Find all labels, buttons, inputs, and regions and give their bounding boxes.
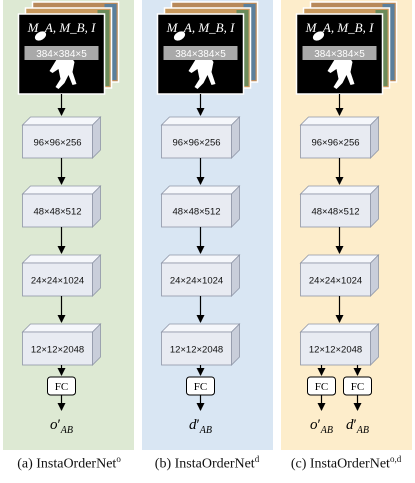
layer-b-1-label: 96×96×256: [172, 138, 220, 149]
size-bar: [24, 46, 99, 60]
layer-a-3-top: [21, 254, 102, 264]
output-label-c-1: o′AB: [310, 417, 333, 436]
input-size-label: 384×384×5: [175, 49, 226, 60]
caption-sup-c: o,d: [389, 454, 402, 464]
fc-c-2-label: FC: [351, 381, 364, 393]
layer-c-1: 96×96×256: [299, 116, 380, 159]
fc-a-1: FC: [47, 376, 76, 396]
layer-a-2: 48×48×512: [21, 185, 102, 228]
fc-c-1-label: FC: [315, 381, 328, 393]
output-label-b-1: d′AB: [189, 417, 212, 436]
layer-c-4: 12×12×2048: [299, 323, 380, 366]
mask-blob: [173, 31, 186, 41]
layer-a-1-top: [21, 116, 102, 126]
fc-b-1-label: FC: [194, 381, 207, 393]
panel-caption-c: (c) InstaOrderNeto,d: [277, 454, 415, 473]
layer-c-4-label: 12×12×2048: [309, 345, 362, 356]
mask-silhouette: [327, 54, 355, 89]
layer-a-3: 24×24×1024: [21, 254, 102, 297]
layer-c-3-top: [299, 254, 380, 264]
layer-b-4-top: [160, 323, 241, 333]
layer-b-4-label: 12×12×2048: [170, 345, 223, 356]
layer-b-2: 48×48×512: [160, 185, 241, 228]
layer-a-1-label: 96×96×256: [33, 138, 81, 149]
caption-sup-a: o: [116, 454, 121, 464]
layer-c-2: 48×48×512: [299, 185, 380, 228]
output-label-a-1: o′AB: [50, 417, 73, 436]
layer-c-3-label: 24×24×1024: [309, 276, 362, 287]
layer-c-4-front: [300, 331, 371, 366]
caption-text-c: (c) InstaOrderNet: [290, 456, 390, 472]
layer-b-3: 24×24×1024: [160, 254, 241, 297]
caption-text-b: (b) InstaOrderNet: [154, 456, 255, 472]
layer-c-3-front: [300, 262, 371, 297]
layer-a-2-front: [22, 193, 93, 228]
layer-b-2-front: [161, 193, 232, 228]
size-bar: [163, 46, 238, 60]
layer-c-3: 24×24×1024: [299, 254, 380, 297]
layer-c-4-top: [299, 323, 380, 333]
input-stack-a: M_A, M_B, I 384×384×5: [17, 1, 120, 95]
fc-b-1: FC: [186, 376, 215, 396]
input-size-label: 384×384×5: [36, 49, 87, 60]
layer-a-2-label: 48×48×512: [33, 207, 81, 218]
layer-b-3-label: 24×24×1024: [170, 276, 223, 287]
layer-b-4-front: [161, 331, 232, 366]
panel-b: M_A, M_B, I 384×384×5 96×96×256 48×48×512 24…: [142, 0, 273, 450]
layer-b-2-label: 48×48×512: [172, 207, 220, 218]
layer-b-1-top: [160, 116, 241, 126]
layer-a-2-top: [21, 185, 102, 195]
layer-a-3-front: [22, 262, 93, 297]
mask-blob: [312, 31, 325, 41]
layer-b-1: 96×96×256: [160, 116, 241, 159]
layer-c-2-front: [300, 193, 371, 228]
fc-c-2: FC: [343, 376, 372, 396]
layer-b-2-top: [160, 185, 241, 195]
layer-a-1-front: [22, 124, 93, 159]
panel-a: M_A, M_B, I 384×384×5 96×96×256 48×48×512 24…: [3, 0, 134, 450]
layer-b-3-top: [160, 254, 241, 264]
size-bar: [302, 46, 377, 60]
panel-c: M_A, M_B, I 384×384×5 96×96×256 48×48×512 24…: [281, 0, 412, 450]
input-size-label: 384×384×5: [314, 49, 365, 60]
layer-c-2-label: 48×48×512: [311, 207, 359, 218]
input-channels-label: M_A, M_B, I: [305, 20, 375, 35]
layer-a-4-top: [21, 323, 102, 333]
layer-c-2-top: [299, 185, 380, 195]
mask-blob: [34, 31, 47, 41]
layer-a-4: 12×12×2048: [21, 323, 102, 366]
layer-c-1-top: [299, 116, 380, 126]
layer-c-1-label: 96×96×256: [311, 138, 359, 149]
fc-a-1-label: FC: [55, 381, 68, 393]
output-label-c-2: d′AB: [346, 417, 369, 436]
layer-a-1: 96×96×256: [21, 116, 102, 159]
caption-sup-b: d: [254, 454, 260, 464]
input-channels-label: M_A, M_B, I: [166, 20, 236, 35]
panel-caption-b: (b) InstaOrderNetd: [138, 454, 276, 473]
caption-text-a: (a) InstaOrderNet: [17, 456, 117, 472]
panel-caption-a: (a) InstaOrderNeto: [0, 454, 138, 473]
fc-c-1: FC: [307, 376, 336, 396]
layer-a-4-front: [22, 331, 93, 366]
layer-a-4-label: 12×12×2048: [31, 345, 84, 356]
input-stack-b: M_A, M_B, I 384×384×5: [156, 1, 259, 95]
layer-b-4: 12×12×2048: [160, 323, 241, 366]
mask-silhouette: [49, 54, 77, 89]
layer-a-3-label: 24×24×1024: [31, 276, 84, 287]
layer-b-1-front: [161, 124, 232, 159]
mask-silhouette: [188, 54, 216, 89]
layer-c-1-front: [300, 124, 371, 159]
input-channels-label: M_A, M_B, I: [27, 20, 97, 35]
input-stack-c: M_A, M_B, I 384×384×5: [295, 1, 398, 95]
layer-b-3-front: [161, 262, 232, 297]
